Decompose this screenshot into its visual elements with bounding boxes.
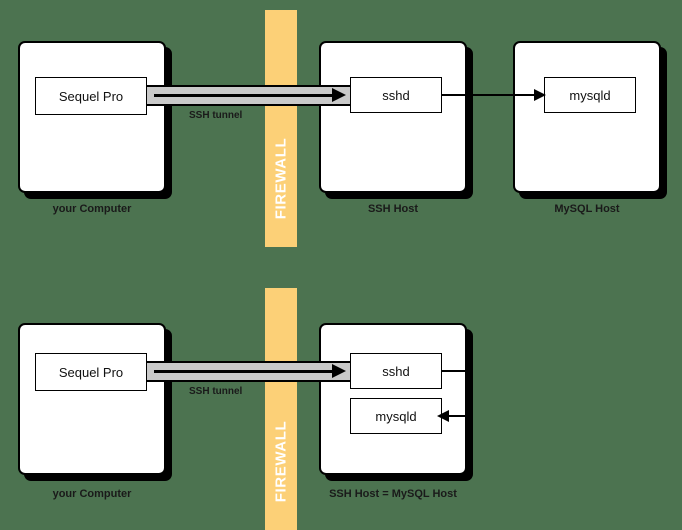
ssh-tunnel-label-bottom: SSH tunnel (189, 386, 243, 397)
host-mysql-host-top (513, 41, 661, 193)
connector-loop-vertical-bottom (469, 370, 471, 417)
host-your-computer-bottom (18, 323, 166, 475)
process-sequel-pro-bottom: Sequel Pro (35, 353, 147, 391)
host-label-mysql-host-top: MySQL Host (554, 203, 620, 215)
firewall-label-top: FIREWALL (272, 137, 290, 220)
host-label-ssh-mysql-combined: SSH Host = MySQL Host (329, 488, 457, 500)
process-mysqld-top: mysqld (544, 77, 636, 113)
ssh-tunnel-stem-bottom (154, 370, 332, 373)
firewall-label-bottom: FIREWALL (272, 420, 290, 503)
host-label-ssh-host-top: SSH Host (367, 203, 419, 215)
host-your-computer-top (18, 41, 166, 193)
ssh-tunnel-arrowhead-bottom (332, 364, 346, 378)
process-sshd-bottom: sshd (350, 353, 442, 389)
connector-sshd-out-bottom (441, 370, 471, 372)
process-mysqld-bottom: mysqld (350, 398, 442, 434)
process-sequel-pro-top: Sequel Pro (35, 77, 147, 115)
firewall-bar-top: FIREWALL (265, 10, 297, 247)
ssh-tunnel-stem-top (154, 94, 332, 97)
host-ssh-host-top (319, 41, 467, 193)
firewall-bar-bottom: FIREWALL (265, 288, 297, 530)
connector-arrowhead-mysqld-top (534, 89, 546, 101)
process-sshd-top: sshd (350, 77, 442, 113)
host-label-your-computer-bottom: your Computer (52, 488, 132, 500)
host-label-your-computer-top: your Computer (52, 203, 132, 215)
connector-sshd-to-mysqld-top (442, 94, 546, 96)
connector-arrowhead-mysqld-bottom (437, 410, 449, 422)
ssh-tunnel-arrowhead-top (332, 88, 346, 102)
connector-loop-into-mysqld-bottom (441, 415, 471, 417)
ssh-tunnel-label-top: SSH tunnel (189, 110, 243, 121)
